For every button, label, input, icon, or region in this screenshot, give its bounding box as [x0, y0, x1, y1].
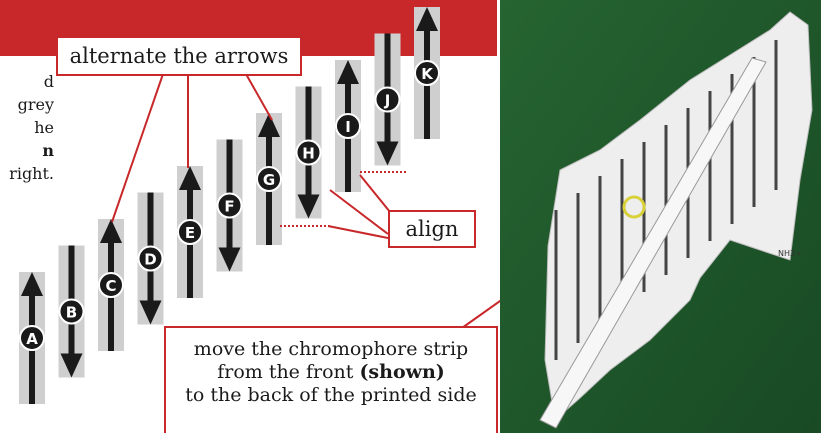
photo-label-nh3: NH3+ [778, 249, 802, 258]
strip-label-badge [58, 298, 85, 325]
strip-e: E [177, 166, 203, 298]
strip-label-h: H [302, 145, 315, 163]
side-text-line-4: n [42, 141, 54, 160]
strip-label-badge [98, 272, 124, 298]
strip-f: F [216, 139, 243, 272]
callout-align: align [388, 210, 476, 248]
callout-move-line-2-bold: (shown) [359, 361, 445, 383]
leader-alternate-1 [111, 73, 164, 223]
strip-label-badge [414, 60, 440, 86]
arrow-down-icon [376, 141, 399, 166]
callout-alternate-text: alternate the arrows [69, 44, 289, 68]
strip-label-d: D [144, 251, 156, 269]
callout-move-line-1: move the chromophore strip [193, 338, 469, 360]
strip-c: C [98, 219, 124, 351]
strip-ladder: A B C D E F G H I J K [19, 7, 440, 404]
strip-label-badge [295, 139, 322, 166]
strip-label-badge [137, 245, 164, 272]
photo-panel: NH3+ [500, 0, 821, 433]
arrow-up-icon [416, 7, 438, 31]
arrow-down-icon [60, 353, 83, 378]
strip-label-badge [256, 166, 282, 192]
strip-label-badge [177, 219, 203, 245]
callout-move-line-2: from the front (shown) [166, 361, 496, 384]
strip-i: I [335, 60, 361, 192]
strip-label-a: A [26, 330, 38, 348]
strip-label-e: E [185, 224, 195, 242]
strip-label-j: J [384, 92, 391, 110]
strip-label-badge [216, 192, 243, 219]
arrow-up-icon [337, 60, 359, 84]
strip-label-c: C [105, 277, 116, 295]
leader-alternate-3 [245, 73, 273, 121]
chromophore-strip [539, 57, 767, 429]
strip-d: D [137, 192, 164, 325]
callout-align-text: align [405, 217, 459, 241]
strip-a: A [19, 272, 45, 404]
arrow-up-icon [179, 166, 201, 190]
leader-align-2 [327, 225, 389, 239]
strip-label-badge [19, 325, 45, 351]
leader-align-1 [329, 189, 389, 235]
callout-move-chromophore: move the chromophore strip from the fron… [164, 326, 498, 433]
strip-label-badge [374, 86, 401, 113]
arrow-down-icon [139, 300, 162, 325]
strip-label-i: I [345, 118, 351, 136]
arrow-up-icon [258, 113, 280, 137]
strip-label-f: F [224, 198, 234, 216]
strip-label-b: B [66, 304, 77, 322]
strip-label-g: G [263, 171, 275, 189]
side-text-line-3: he [34, 118, 54, 137]
arrow-down-icon [297, 194, 320, 219]
arrow-up-icon [100, 219, 122, 243]
side-text-line-1: d [43, 72, 54, 91]
strip-g: G [256, 113, 282, 245]
partial-body-text: d grey he n right. [0, 70, 54, 185]
callout-move-line-3: to the back of the printed side [185, 384, 477, 406]
arrow-down-icon [218, 247, 241, 272]
arrow-up-icon [21, 272, 43, 296]
strip-label-badge [335, 113, 361, 139]
strip-k: K [414, 7, 440, 139]
callout-move-line-2-pre: from the front [217, 361, 360, 383]
strip-label-k: K [421, 65, 434, 83]
strip-j: J [374, 33, 401, 166]
leader-align-3 [359, 174, 391, 213]
side-text-line-2: grey [17, 95, 54, 114]
callout-alternate-arrows: alternate the arrows [56, 36, 302, 76]
side-text-line-5: right. [9, 164, 54, 183]
strip-h: H [295, 86, 322, 219]
strip-b: B [58, 245, 85, 378]
chromophore-highlight [622, 195, 646, 219]
